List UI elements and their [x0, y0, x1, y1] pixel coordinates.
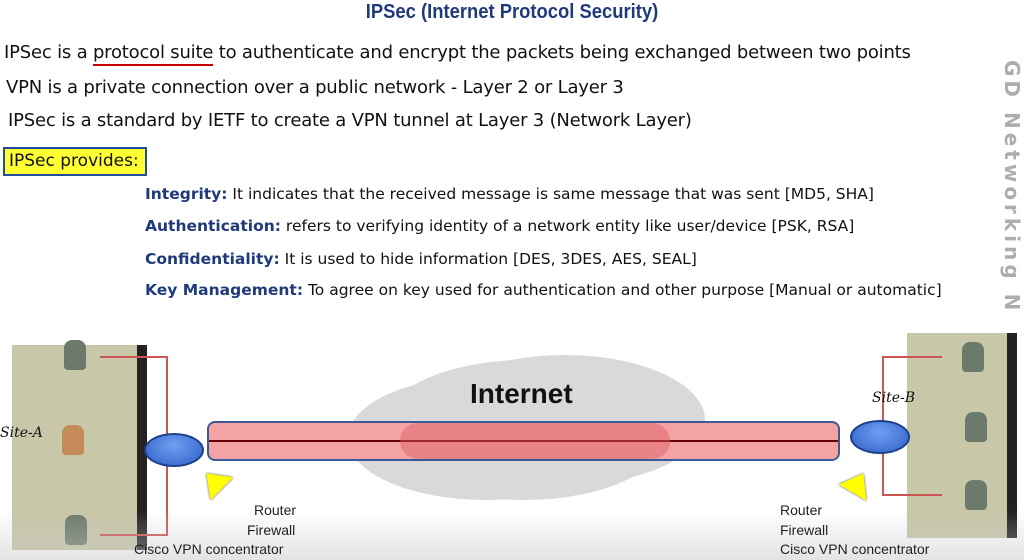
- site-b-label: Site-B: [872, 390, 915, 406]
- watermark: GD Networking N: [1000, 60, 1024, 315]
- point-confidentiality: Confidentiality: It is used to hide info…: [145, 250, 697, 268]
- user-icon: [965, 412, 987, 442]
- point-term: Key Management:: [145, 281, 304, 299]
- line-text: to authenticate and encrypt the packets …: [213, 42, 911, 63]
- left-device-vpn: Cisco VPN concentrator: [134, 541, 284, 557]
- intro-line-2: VPN is a private connection over a publi…: [6, 77, 624, 98]
- right-device-vpn: Cisco VPN concentrator: [780, 541, 930, 557]
- user-icon: [64, 340, 86, 370]
- vpn-tunnel: [207, 421, 840, 461]
- left-device-router: Router: [254, 502, 297, 518]
- point-text: To agree on key used for authentication …: [303, 281, 942, 299]
- tunnel-overlap: [400, 423, 670, 459]
- user-icon: [962, 342, 984, 372]
- point-term: Authentication:: [145, 217, 281, 235]
- user-icon: [65, 515, 87, 545]
- left-device-firewall: Firewall: [247, 522, 296, 538]
- point-text: It is used to hide information [DES, 3DE…: [279, 250, 697, 268]
- intro-line-1: IPSec is a protocol suite to authenticat…: [4, 42, 911, 66]
- right-device-router: Router: [780, 502, 823, 518]
- line-text: IPSec is a: [4, 42, 93, 63]
- router-icon: [144, 433, 204, 467]
- point-text: refers to verifying identity of a networ…: [281, 217, 855, 235]
- provides-box: IPSec provides:: [3, 147, 147, 176]
- point-integrity: Integrity: It indicates that the receive…: [145, 185, 874, 203]
- arrow-icon: [194, 461, 234, 501]
- site-a-label: Site-A: [0, 425, 43, 441]
- point-term: Confidentiality:: [145, 250, 280, 268]
- router-icon: [850, 420, 910, 454]
- arrow-icon: [838, 465, 878, 501]
- slide-title: IPSec (Internet Protocol Security): [365, 1, 659, 23]
- user-icon: [62, 425, 84, 455]
- point-term: Integrity:: [145, 185, 228, 203]
- right-device-firewall: Firewall: [780, 522, 829, 538]
- point-text: It indicates that the received message i…: [227, 185, 874, 203]
- user-icon: [965, 480, 987, 510]
- point-authentication: Authentication: refers to verifying iden…: [145, 217, 854, 235]
- underlined-term: protocol suite: [92, 42, 213, 66]
- intro-line-3: IPSec is a standard by IETF to create a …: [8, 110, 692, 131]
- point-key-management: Key Management: To agree on key used for…: [145, 281, 942, 299]
- internet-label: Internet: [470, 378, 573, 409]
